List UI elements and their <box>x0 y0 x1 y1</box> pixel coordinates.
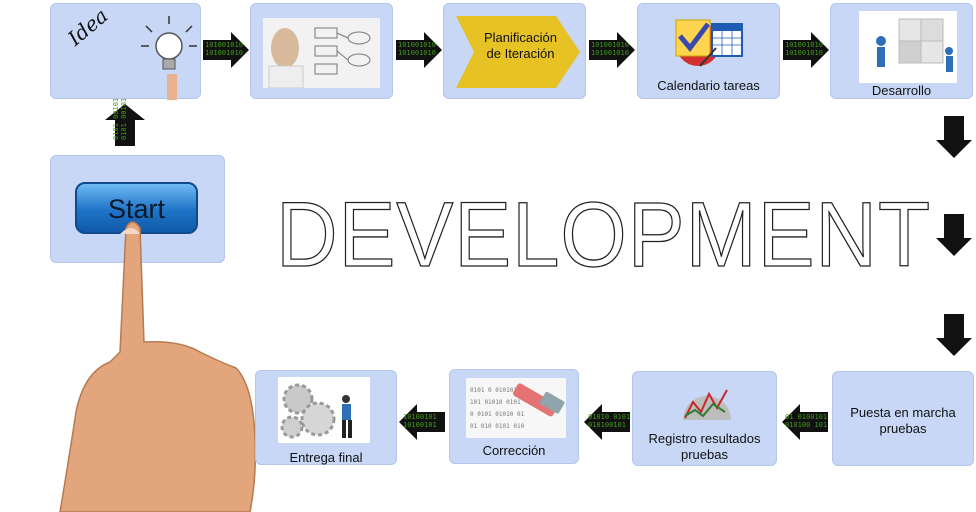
entrega-label: Entrega final <box>289 450 363 465</box>
calendario-label: Calendario tareas <box>657 78 760 93</box>
step-puesta-box: Puesta en marcha pruebas <box>832 371 974 466</box>
step-calendario-box: Calendario tareas <box>637 3 780 99</box>
pointing-hand-image <box>59 221 257 512</box>
lightbulb-icon <box>141 16 197 100</box>
calendar-check-icon <box>675 19 743 67</box>
svg-text:0101 0 0101010: 0101 0 0101010 <box>470 387 521 394</box>
step-desarrollo-box: Desarrollo <box>830 3 973 99</box>
binary-code: 101001010 101001010 <box>785 41 823 57</box>
design-photo <box>263 18 380 88</box>
binary-code: 10100101 10100101 <box>403 413 437 429</box>
registro-label: Registro resultados pruebas <box>648 431 761 462</box>
arrow-up <box>105 104 145 146</box>
arrow-right <box>396 32 442 68</box>
arrow-right <box>783 32 829 68</box>
eraser-image: 0101 0 0101010 101 01010 0101 0 0101 010… <box>466 378 566 438</box>
svg-text:101 01010 0101: 101 01010 0101 <box>470 399 521 406</box>
arrow-down <box>936 314 972 356</box>
arrow-down <box>936 116 972 158</box>
step-design-box <box>250 3 393 99</box>
arrow-left <box>782 404 828 440</box>
gears-person-image <box>278 377 370 443</box>
binary-code: 101001010 101001010 <box>591 41 629 57</box>
binary-code: 01010 0101 010100101 <box>588 413 631 429</box>
chevron-shape <box>456 16 580 88</box>
binary-code: 01 0100101 010100 101 <box>785 413 828 429</box>
svg-text:0 0101 01010 01: 0 0101 01010 01 <box>470 411 525 418</box>
binary-code: 0101 00101 0101 00101 <box>112 97 128 140</box>
step-correccion-box: 0101 0 0101010 101 01010 0101 0 0101 010… <box>449 369 579 464</box>
binary-code: 101001010 101001010 <box>398 41 436 57</box>
arrow-left <box>399 404 445 440</box>
step-registro-box: Registro resultados pruebas <box>632 371 777 466</box>
puzzle-people-image <box>859 11 957 83</box>
desarrollo-label: Desarrollo <box>871 83 932 98</box>
arrow-down <box>936 214 972 256</box>
development-title-text: DEVELOPMENT <box>276 188 931 278</box>
chart-report-icon <box>683 389 731 420</box>
puesta-label: Puesta en marcha pruebas <box>850 405 956 436</box>
planificacion-label: Planificación de Iteración <box>484 30 557 61</box>
step-planificacion-box: Planificación de Iteración <box>443 3 586 99</box>
svg-text:01 010 0101 010: 01 010 0101 010 <box>470 423 525 430</box>
binary-code: 101001010 101001010 <box>205 41 243 57</box>
step-entrega-box: Entrega final <box>255 370 397 465</box>
arrow-right <box>589 32 635 68</box>
arrow-right <box>203 32 249 68</box>
arrow-left <box>584 404 630 440</box>
step-idea-box: Idea <box>50 3 201 100</box>
development-title: DEVELOPMENT <box>276 188 931 278</box>
correccion-label: Corrección <box>482 443 546 458</box>
